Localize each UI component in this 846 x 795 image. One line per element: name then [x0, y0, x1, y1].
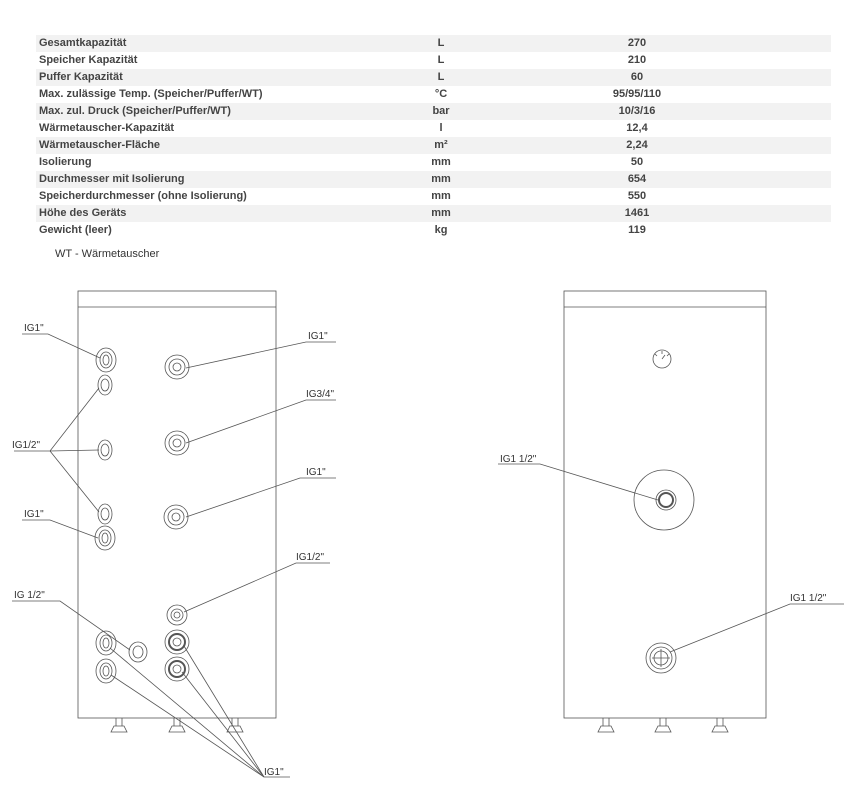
spec-value: 119 — [483, 222, 831, 239]
spec-name: Max. zul. Druck (Speicher/Puffer/WT) — [36, 103, 399, 120]
spec-name: Wärmetauscher-Fläche — [36, 137, 399, 154]
leader-flange — [498, 463, 659, 501]
thermometer-icon — [652, 349, 672, 369]
front-leaders-bottom — [109, 645, 290, 778]
label-right-4: IG1/2" — [296, 552, 324, 563]
spec-unit: l — [399, 120, 483, 137]
side-feet — [597, 718, 729, 733]
side-tank-body — [563, 290, 767, 719]
connector — [164, 656, 190, 682]
front-right-connectors — [163, 354, 190, 682]
connector — [97, 503, 113, 525]
label-lower: IG1 1/2" — [790, 593, 827, 604]
spec-name: Speicherdurchmesser (ohne Isolierung) — [36, 188, 399, 205]
spec-unit: bar — [399, 103, 483, 120]
spec-value: 12,4 — [483, 120, 831, 137]
leader-lower — [669, 603, 844, 653]
spec-value: 550 — [483, 188, 831, 205]
spec-unit: kg — [399, 222, 483, 239]
spec-value: 50 — [483, 154, 831, 171]
spec-name: Puffer Kapazität — [36, 69, 399, 86]
spec-value: 1461 — [483, 205, 831, 222]
side-view: IG1 1/2" IG1 1/2" — [498, 290, 844, 733]
spec-name: Max. zulässige Temp. (Speicher/Puffer/WT… — [36, 86, 399, 103]
label-left-3: IG1" — [24, 509, 44, 520]
spec-unit: mm — [399, 188, 483, 205]
label-right-2: IG3/4" — [306, 389, 334, 400]
spec-unit: L — [399, 35, 483, 52]
front-tank-body — [77, 290, 277, 719]
label-left-1: IG1" — [24, 323, 44, 334]
connector — [94, 525, 116, 551]
spec-value: 210 — [483, 52, 831, 69]
front-view: IG1" IG1/2" IG1" IG 1/2" IG1" IG3/4" IG1… — [12, 290, 336, 778]
flange — [633, 469, 695, 531]
connector — [164, 354, 190, 380]
spec-name: Gesamtkapazität — [36, 35, 399, 52]
front-left-connectors — [94, 347, 148, 684]
spec-unit: m² — [399, 137, 483, 154]
connector — [97, 439, 113, 461]
spec-value: 10/3/16 — [483, 103, 831, 120]
connector — [95, 658, 117, 684]
spec-name: Gewicht (leer) — [36, 222, 399, 239]
connector — [164, 629, 190, 655]
front-leaders-left — [12, 333, 131, 651]
label-bottom: IG1" — [264, 767, 284, 778]
spec-value: 654 — [483, 171, 831, 188]
spec-value: 2,24 — [483, 137, 831, 154]
spec-name: Isolierung — [36, 154, 399, 171]
spec-value: 60 — [483, 69, 831, 86]
label-right-1: IG1" — [308, 331, 328, 342]
connector — [95, 630, 117, 656]
spec-unit: mm — [399, 154, 483, 171]
spec-name: Wärmetauscher-Kapazität — [36, 120, 399, 137]
spec-name: Durchmesser mit Isolierung — [36, 171, 399, 188]
label-right-3: IG1" — [306, 467, 326, 478]
spec-unit: mm — [399, 205, 483, 222]
connector — [95, 347, 117, 373]
connector — [163, 504, 189, 530]
connector — [128, 641, 148, 663]
connector — [166, 604, 188, 626]
front-leaders-right — [183, 341, 336, 613]
spec-unit: L — [399, 52, 483, 69]
label-flange: IG1 1/2" — [500, 454, 537, 465]
spec-name: Speicher Kapazität — [36, 52, 399, 69]
spec-name: Höhe des Geräts — [36, 205, 399, 222]
spec-unit: mm — [399, 171, 483, 188]
lower-connector — [645, 642, 677, 674]
spec-unit: L — [399, 69, 483, 86]
connector — [97, 374, 113, 396]
table-header-row — [36, 18, 831, 35]
footnote: WT - Wärmetauscher — [55, 248, 160, 260]
connector — [164, 430, 190, 456]
label-left-4: IG 1/2" — [14, 590, 45, 601]
table-row: Max. zulässige Temp. (Speicher/Puffer/WT… — [36, 86, 831, 103]
spec-value: 270 — [483, 35, 831, 52]
spec-unit: °C — [399, 86, 483, 103]
label-left-2: IG1/2" — [12, 440, 40, 451]
spec-value: 95/95/110 — [483, 86, 831, 103]
